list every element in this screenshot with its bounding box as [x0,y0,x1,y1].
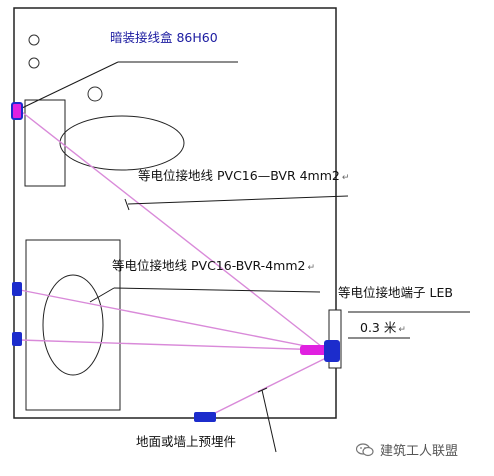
return-mark: ↵ [342,173,350,183]
fixture-circle [87,86,103,102]
return-mark: ↵ [398,325,406,335]
leader-bonding-1-tick [124,198,130,211]
toilet-bowl [59,115,185,171]
leader-embedded-tick [257,387,268,393]
bathtub-basin [42,274,104,376]
bonding-line-bath-upper [19,289,327,351]
connector-floor [194,412,216,422]
leader-junction-box [21,61,119,109]
connector-bath-lower [12,332,22,346]
connector-toilet [11,102,23,120]
room-wall-outline [13,7,337,419]
label-junction-box: 暗装接线盒 86H60 [110,30,218,45]
leader-embedded-part [261,389,277,453]
connector-bath-upper [12,282,22,296]
bonding-line-bath-lower [19,339,327,351]
bonding-line-toilet [21,111,327,351]
bonding-line-floor [204,357,327,419]
watermark-text: 建筑工人联盟 [380,444,459,459]
label-embedded-part: 地面或墙上预埋件 [136,434,236,449]
label-bonding-line-2: 等电位接地线 PVC16-BVR-4mm2↵ [112,258,315,273]
leader-bonding-2 [89,287,115,303]
fixture-circle [28,34,40,46]
wechat-icon [355,442,374,457]
label-bonding-line-1: 等电位接地线 PVC16—BVR 4mm2↵ [138,168,349,183]
watermark: 建筑工人联盟 [355,440,459,459]
bathtub [25,239,121,411]
leader-bonding-2-underline [113,287,321,293]
label-bonding-terminal: 等电位接地端子 LEB [338,285,453,300]
label-height: 0.3 米↵ [360,320,406,335]
return-mark: ↵ [307,263,315,273]
leader-bonding-1 [127,195,349,205]
bonding-terminal-block [324,340,340,362]
bonding-terminal-bar [300,345,328,355]
fixture-circle [28,57,40,69]
toilet-tank [24,99,66,187]
